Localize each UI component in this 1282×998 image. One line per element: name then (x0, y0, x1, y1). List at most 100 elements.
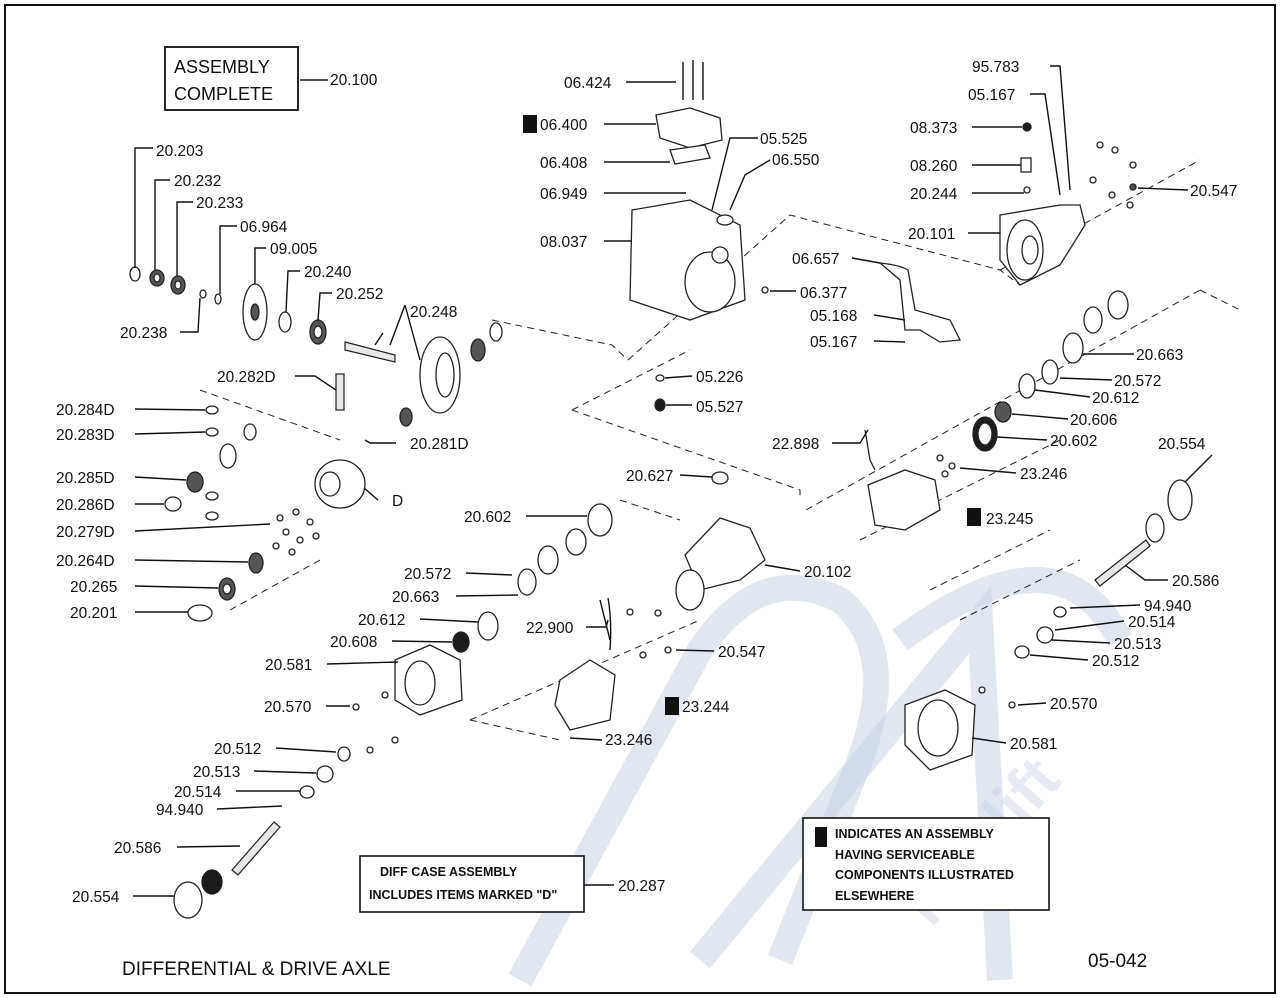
diff-case-line2: INCLUDES ITEMS MARKED "D" (369, 888, 557, 902)
figure-number: 05-042 (1088, 951, 1147, 972)
assembly-line2: COMPLETE (174, 84, 273, 104)
part-label: 20.572 (1114, 373, 1161, 390)
part-label: 20.606 (1070, 412, 1117, 429)
figure-title: DIFFERENTIAL & DRIVE AXLE (122, 959, 391, 980)
part-label: 20.282D (217, 369, 276, 386)
part-label: 20.265 (70, 579, 117, 596)
diff-case-ref-label: 20.287 (618, 878, 665, 895)
pinion-gear-group (129, 266, 503, 427)
part-label: 20.572 (404, 566, 451, 583)
part-label: 94.940 (1144, 598, 1192, 615)
part-labels: 06.424 06.400 06.408 06.949 08.037 05.52… (56, 59, 1237, 906)
diff-case-line1: DIFF CASE ASSEMBLY (380, 865, 518, 879)
part-label: 20.547 (718, 644, 765, 661)
part-label: 20.513 (193, 764, 240, 781)
part-label: 20.581 (265, 657, 312, 674)
part-label: 23.246 (605, 732, 652, 749)
part-label: 20.602 (1050, 433, 1097, 450)
assembly-marker-23245 (967, 508, 981, 526)
part-label: 06.949 (540, 186, 587, 203)
brake-mount-group (999, 122, 1137, 286)
left-wheel-end-group (173, 471, 766, 919)
part-label: 20.279D (56, 524, 115, 541)
part-label: 20.232 (174, 173, 221, 190)
part-label: 20.252 (336, 286, 383, 303)
part-label: 20.586 (1172, 573, 1219, 590)
part-label: 20.663 (1136, 347, 1183, 364)
part-label: 20.612 (1092, 390, 1139, 407)
leader-lines (133, 65, 1213, 897)
part-label: 06.657 (792, 251, 839, 268)
part-label: 22.900 (526, 620, 574, 637)
part-label: 20.101 (908, 226, 955, 243)
part-label: 20.201 (70, 605, 117, 622)
part-label: 06.964 (240, 219, 288, 236)
differential-case-group (164, 373, 366, 622)
part-label: 20.281D (410, 436, 469, 453)
assembly-complete-box: ASSEMBLY COMPLETE 20.100 (164, 46, 378, 111)
part-label: 08.037 (540, 234, 587, 251)
part-label: 06.424 (564, 75, 612, 92)
part-label: 23.245 (986, 511, 1033, 528)
part-label: D (392, 493, 403, 510)
legend-line2: HAVING SERVICEABLE (835, 848, 975, 862)
part-label: 06.377 (800, 285, 847, 302)
part-label: 20.570 (264, 699, 312, 716)
part-label: 05.167 (810, 334, 857, 351)
assembly-line1: ASSEMBLY (174, 57, 270, 77)
legend-line1: INDICATES AN ASSEMBLY (835, 827, 994, 841)
part-label: 06.550 (772, 152, 820, 169)
part-label: 23.244 (682, 699, 730, 716)
diff-case-note: DIFF CASE ASSEMBLY INCLUDES ITEMS MARKED… (359, 855, 665, 913)
part-label: 20.547 (1190, 183, 1237, 200)
part-label: 20.203 (156, 143, 203, 160)
part-label: 20.663 (392, 589, 439, 606)
right-wheel-end-group (864, 290, 1193, 771)
part-label: 20.554 (1158, 436, 1206, 453)
legend-box: INDICATES AN ASSEMBLY HAVING SERVICEABLE… (802, 817, 1050, 911)
part-label: 20.512 (214, 741, 261, 758)
part-label: 05.167 (968, 87, 1015, 104)
part-label: 05.226 (696, 369, 743, 386)
legend-marker (815, 827, 827, 847)
part-label: 20.244 (910, 186, 958, 203)
assembly-marker-23244 (665, 697, 679, 715)
part-label: 06.400 (540, 117, 588, 134)
part-label: 20.513 (1114, 636, 1161, 653)
part-label: 08.260 (910, 158, 958, 175)
part-label: 09.005 (270, 241, 317, 258)
part-label: 20.240 (304, 264, 352, 281)
part-label: 20.608 (330, 634, 377, 651)
part-label: 05.168 (810, 308, 857, 325)
axle-housing-group (629, 60, 962, 412)
part-label: 05.527 (696, 399, 743, 416)
part-label: 23.246 (1020, 466, 1067, 483)
part-label: 20.264D (56, 553, 115, 570)
part-label: 20.612 (358, 612, 405, 629)
figure-frame (4, 4, 1276, 994)
part-label: 22.898 (772, 436, 819, 453)
part-label: 20.285D (56, 470, 115, 487)
part-label: 95.783 (972, 59, 1019, 76)
part-label: 20.283D (56, 427, 115, 444)
part-label: 94.940 (156, 802, 204, 819)
part-label: 20.581 (1010, 736, 1057, 753)
part-label: 05.525 (760, 131, 807, 148)
part-label: 20.554 (72, 889, 120, 906)
part-label: 20.514 (174, 784, 222, 801)
part-label: 20.586 (114, 840, 161, 857)
assembly-markers (523, 115, 981, 715)
part-label: 20.248 (410, 304, 457, 321)
part-label: 08.373 (910, 120, 957, 137)
part-label: 20.512 (1092, 653, 1139, 670)
legend-line4: ELSEWHERE (835, 889, 914, 903)
part-label: 20.286D (56, 497, 115, 514)
part-label: 20.602 (464, 509, 511, 526)
part-label: 20.102 (804, 564, 851, 581)
part-label: 20.627 (626, 468, 673, 485)
part-label: 20.514 (1128, 614, 1176, 631)
assembly-ref-label: 20.100 (330, 72, 378, 89)
part-label: 20.238 (120, 325, 167, 342)
part-label: 20.233 (196, 195, 243, 212)
